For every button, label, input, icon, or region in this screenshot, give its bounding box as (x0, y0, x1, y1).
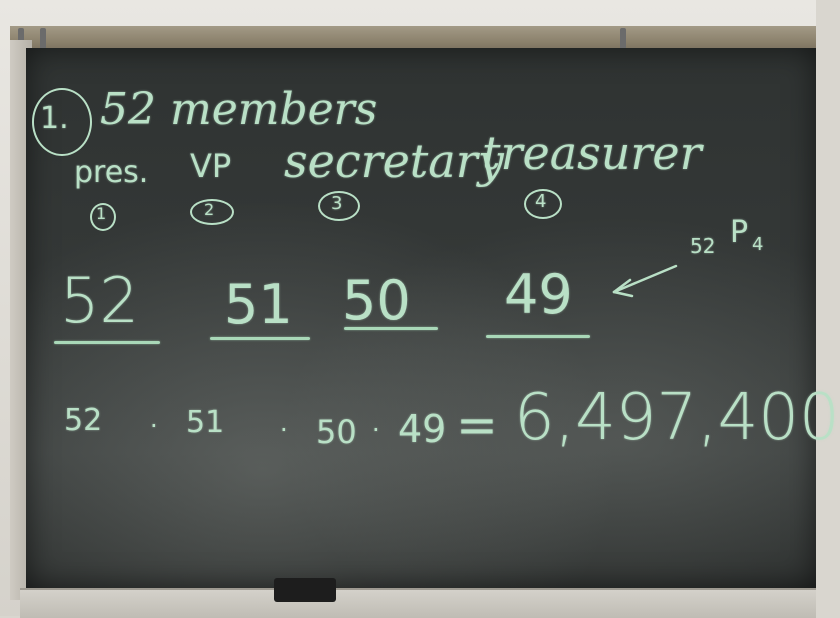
slot-value-1: 52 (60, 264, 139, 337)
chalk-arrow-layer (612, 264, 678, 298)
equation-operator-2: · (280, 416, 288, 444)
position-title-treasurer: treasurer (482, 126, 702, 180)
order-circle-3 (318, 191, 360, 221)
order-circle-2 (190, 199, 234, 225)
slot-underline-1 (54, 341, 160, 344)
equation-equals: = (456, 396, 498, 454)
position-order-4: 4 (535, 191, 547, 212)
eraser[interactable] (274, 578, 336, 602)
slot-value-2: 51 (224, 273, 293, 336)
permutation-r: 4 (752, 234, 764, 255)
position-order-1: 1 (96, 204, 107, 223)
equation-result: 6,497,400 (514, 381, 840, 455)
slot-value-4: 49 (504, 263, 573, 326)
equation-factor-4: 49 (398, 407, 447, 451)
map-clip-right (620, 28, 626, 50)
position-title-secretary: secretary (284, 134, 504, 188)
equation-factor-2: 51 (186, 405, 225, 440)
equation-factor-3: 50 (316, 413, 357, 451)
position-order-2: 2 (204, 200, 215, 219)
map-clip-left (18, 28, 24, 50)
equation-factor-1: 52 (64, 403, 103, 438)
position-title-vp: VP (190, 147, 232, 185)
position-title-pres: pres. (74, 155, 149, 190)
equation-operator-3: · (372, 416, 380, 444)
permutation-n: 52 (690, 234, 716, 258)
problem-number: 1. (40, 101, 69, 136)
slot-underline-4 (486, 335, 590, 338)
chalkboard (26, 48, 816, 588)
order-circle-4 (524, 189, 562, 219)
chalk-tray (20, 588, 816, 618)
permutation-symbol: P (730, 215, 749, 250)
slot-underline-2 (210, 337, 310, 340)
arrow-icon (612, 264, 678, 298)
slot-value-3: 50 (342, 269, 411, 332)
equation-operator-1: · (150, 412, 158, 440)
problem-number-circle (32, 88, 92, 156)
map-clip-left-2 (40, 28, 46, 50)
position-order-3: 3 (331, 193, 343, 214)
slot-underline-3 (344, 327, 438, 330)
problem-statement: 52 members (100, 84, 378, 135)
order-circle-1 (90, 203, 116, 231)
